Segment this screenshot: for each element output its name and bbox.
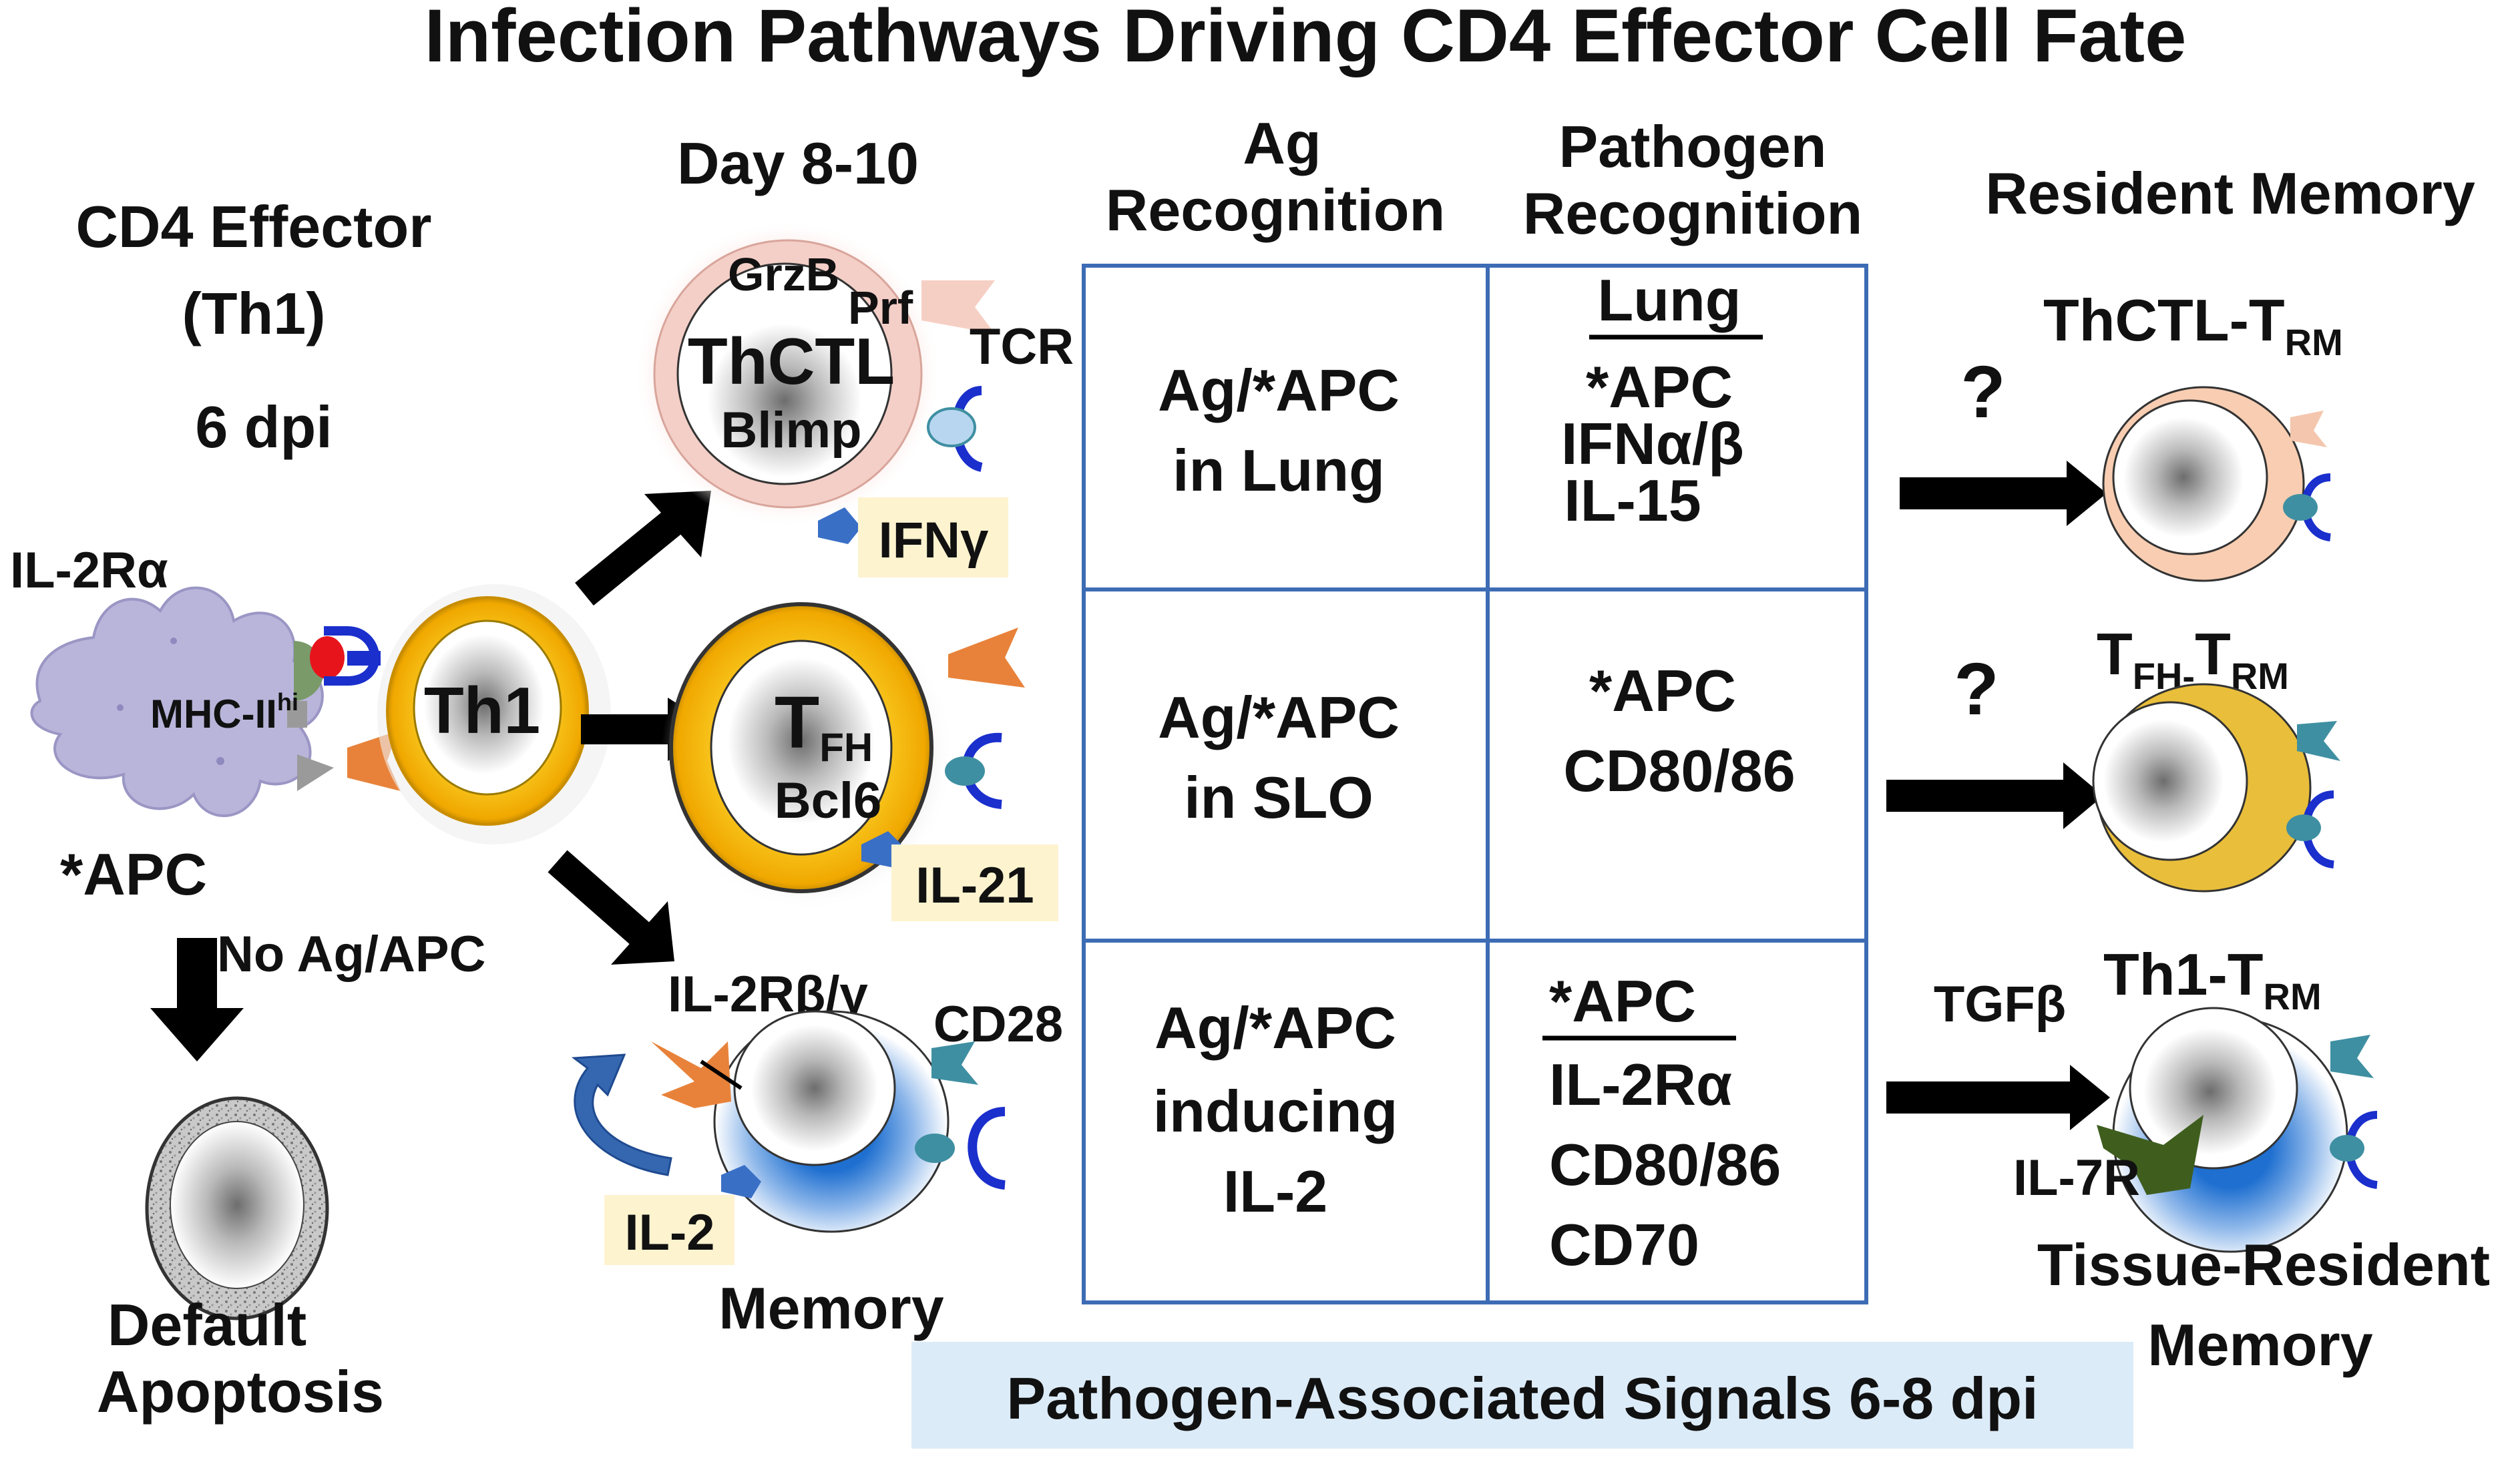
row3-pathogen-line3: CD70 [1549, 1212, 1699, 1278]
footer-box [911, 1342, 2133, 1449]
thctl-grzb-label: GrzB [728, 248, 839, 300]
row2-pathogen-line1: *APC [1589, 658, 1736, 724]
arrow-to-tfh-trm-icon [1886, 762, 2103, 829]
effector-label-line1: CD4 Effector [76, 194, 432, 260]
row1-pathogen-line2: IFNα/β [1561, 411, 1744, 477]
apoptosis-label-line1: Default [108, 1292, 306, 1358]
th1-cell [377, 584, 611, 844]
ag-recognition-header-line2: Recognition [1106, 177, 1445, 243]
ifng-label: IFNγ [879, 512, 989, 569]
th1-trm-cell [2112, 1007, 2348, 1253]
thctl-tcr-label: TCR [970, 318, 1074, 375]
thctl-trm-cd-icon [2283, 494, 2318, 521]
arrow-to-thctl-trm-icon [1900, 461, 2107, 526]
il2-label: IL-2 [624, 1204, 714, 1261]
th1-label: Th1 [424, 674, 540, 747]
autocrine-arrow-icon [571, 1053, 672, 1176]
row1-ag-line2: in Lung [1173, 437, 1385, 503]
arrow-to-thctl-icon [575, 491, 711, 606]
tgfb-label: TGFβ [1934, 976, 2066, 1033]
apc-label: *APC [60, 841, 207, 907]
arrow-to-th1-trm-icon [1886, 1065, 2110, 1130]
dpi-label: 6 dpi [195, 394, 332, 460]
memory-cd-icon [915, 1134, 955, 1163]
apoptotic-cell [145, 1096, 329, 1320]
question-mark-1: ? [1960, 351, 2005, 433]
thctl-ligand-icon [921, 280, 995, 334]
pathogen-recognition-header-line1: Pathogen [1559, 113, 1827, 180]
il2ra-label: IL-2Rα [10, 542, 168, 599]
il2rbg-line-icon [700, 1059, 743, 1090]
question-mark-2: ? [1954, 648, 1999, 730]
signals-table [1082, 264, 1868, 1304]
thctl-trm-ligand-icon [2290, 411, 2327, 447]
pathogen-recognition-header-line2: Recognition [1523, 180, 1862, 246]
ag-recognition-header-line1: Ag [1243, 110, 1321, 176]
peptide-icon [310, 636, 345, 679]
row1-ag-line1: Ag/*APC [1158, 357, 1400, 423]
costim-ligand-icon [297, 754, 334, 791]
row2-ag-line1: Ag/*APC [1158, 684, 1400, 750]
th1-trm-ligand-icon [2330, 1035, 2374, 1078]
resident-memory-header: Resident Memory [1985, 160, 2475, 226]
il2-label-box [604, 1195, 734, 1265]
th1-trm-label: Th1-TRM [2103, 941, 2322, 1017]
trm-label-line2: Memory [2147, 1312, 2372, 1378]
mhc-label: MHC-IIhi [150, 688, 298, 736]
effector-label-line2: (Th1) [182, 280, 325, 346]
tfh-ligand-icon [948, 628, 1025, 688]
row3-pathogen-line1: IL-2Rα [1549, 1051, 1732, 1118]
memory-label: Memory [718, 1275, 943, 1341]
memory-il2-icon [721, 1165, 761, 1198]
tfh-cell [661, 597, 955, 911]
tcr-stem-icon [347, 651, 381, 666]
row3-ag-line1: Ag/*APC [1154, 995, 1396, 1061]
tfh-trm-cell [2092, 683, 2312, 893]
thctl-cytokine-icon [818, 507, 861, 544]
row3-ag-line3: IL-2 [1223, 1158, 1327, 1224]
row1-pathogen-head: Lung [1597, 267, 1741, 333]
arrow-to-memory-icon [548, 850, 674, 965]
tfh-t-label: TFH [775, 682, 873, 770]
apoptosis-label-line2: Apoptosis [97, 1359, 384, 1425]
row1-pathogen-line3: IL-15 [1564, 467, 1701, 533]
row3-pathogen-line2: CD80/86 [1549, 1132, 1781, 1198]
thctl-cd-icon [927, 407, 976, 447]
day-label: Day 8-10 [677, 130, 919, 196]
thctl-trm-label: ThCTL-TRM [2043, 287, 2343, 363]
memory-cd28-icon [931, 1041, 978, 1085]
tfh-trm-cd-icon [2286, 814, 2321, 841]
thctl-trm-cell [2102, 386, 2305, 582]
row2-ag-line2: in SLO [1184, 764, 1374, 830]
row1-pathogen-line1: *APC [1586, 354, 1733, 420]
th1-trm-cd-icon [2330, 1135, 2364, 1162]
il7r-receptor-icon [2097, 1115, 2203, 1195]
thctl-blimp-label: Blimp [720, 402, 861, 459]
il21-label-box [891, 844, 1058, 921]
il2rbg-receptor-icon [651, 1041, 731, 1108]
page-title: Infection Pathways Driving CD4 Effector … [425, 0, 2187, 77]
footer-label: Pathogen-Associated Signals 6-8 dpi [1006, 1365, 2038, 1431]
cd28-label: CD28 [933, 996, 1063, 1053]
il21-label: IL-21 [915, 857, 1034, 914]
tfh-trm-label: TFH-TRM [2097, 621, 2289, 697]
tfh-cd-icon [945, 756, 985, 786]
row2-pathogen-line2: CD80/86 [1563, 738, 1795, 804]
il7r-label: IL-7R [2013, 1150, 2140, 1206]
thctl-cell [634, 220, 941, 527]
thctl-name-label: ThCTL [688, 324, 895, 398]
memory-cell [713, 1010, 950, 1233]
ifng-label-box [858, 497, 1008, 577]
row3-ag-line2: inducing [1153, 1078, 1398, 1144]
tfh-bcl6-label: Bcl6 [775, 772, 882, 829]
down-arrow-icon [150, 938, 244, 1061]
memory-tcr-icon [968, 1107, 1006, 1190]
trm-label-line1: Tissue-Resident [2037, 1232, 2490, 1298]
thctl-prf-label: Prf [848, 282, 913, 334]
no-ag-label: No Ag/APC [217, 926, 486, 983]
tfh-trm-ligand-icon [2297, 721, 2340, 761]
row3-pathogen-head: *APC [1549, 968, 1696, 1034]
